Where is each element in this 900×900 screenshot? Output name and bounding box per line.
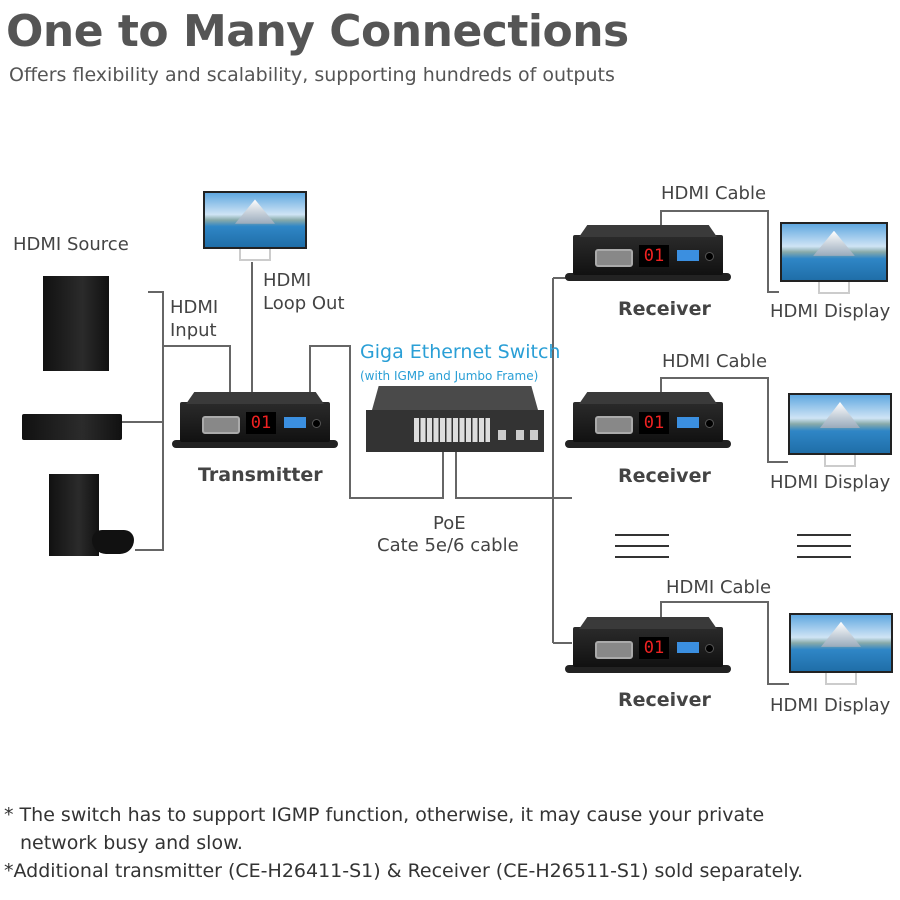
hdmi-display-label: HDMI Display [770,695,891,716]
game-console-image [49,474,99,556]
source-bracket [122,291,164,551]
dip-switch [284,417,306,428]
transmitter-label: Transmitter [198,464,323,486]
hdmi-input-line [163,345,231,392]
hdmi-cable-label: HDMI Cable [666,577,772,598]
pc-tower-image [43,276,109,371]
hdmi-display-monitor [780,222,888,294]
hdmi-display-label: HDMI Display [770,472,891,493]
hdmi-source-label: HDMI Source [13,234,129,255]
receiver-label: Receiver [618,465,711,487]
poe-label: PoE [433,513,466,534]
hdmi-display-monitor [789,613,893,685]
receiver-label: Receiver [618,298,711,320]
page-title: One to Many Connections [6,6,629,57]
channel-display: 01 [639,637,669,659]
serial-port [202,416,240,434]
page-subtitle: Offers flexibility and scalability, supp… [9,64,615,86]
ethernet-ports [414,418,490,442]
hdmi-display-monitor [788,393,892,467]
poe-line-tx [309,345,444,499]
loop-out-label-2: Loop Out [263,293,345,314]
receiver-device: 01 [565,392,731,450]
gamepad-icon [92,530,134,554]
switch-subtitle: (with IGMP and Jumbo Frame) [360,369,539,383]
cable-type-label: Cate 5e/6 cable [377,535,519,556]
hdmi-input-label-2: Input [170,320,217,341]
receiver-label: Receiver [618,689,711,711]
hdmi-cable-label: HDMI Cable [662,351,768,372]
transmitter-device: 01 [172,392,338,450]
channel-display: 01 [639,245,669,267]
footnote-sold-separately: *Additional transmitter (CE-H26411-S1) &… [4,860,804,882]
receiver-device: 01 [565,225,731,283]
hdmi-cable-label: HDMI Cable [661,183,767,204]
loop-out-monitor [203,191,307,261]
receiver-device: 01 [565,617,731,675]
footnote-igmp-cont: network busy and slow. [20,832,243,854]
hdmi-cable-1 [660,210,779,293]
poe-line-rx [455,277,572,644]
channel-display: 01 [246,412,276,434]
hdmi-input-label-1: HDMI [170,297,219,318]
hdmi-display-label: HDMI Display [770,301,891,322]
ethernet-switch [366,386,544,452]
ir-port [312,419,321,428]
loop-out-label-1: HDMI [263,270,312,291]
hdmi-cable-2 [660,377,788,463]
hdmi-cable-3 [660,601,789,685]
switch-title: Giga Ethernet Switch [360,341,561,363]
footnote-igmp: * The switch has to support IGMP functio… [4,804,765,826]
dvd-player-image [22,414,122,440]
channel-display: 01 [639,412,669,434]
